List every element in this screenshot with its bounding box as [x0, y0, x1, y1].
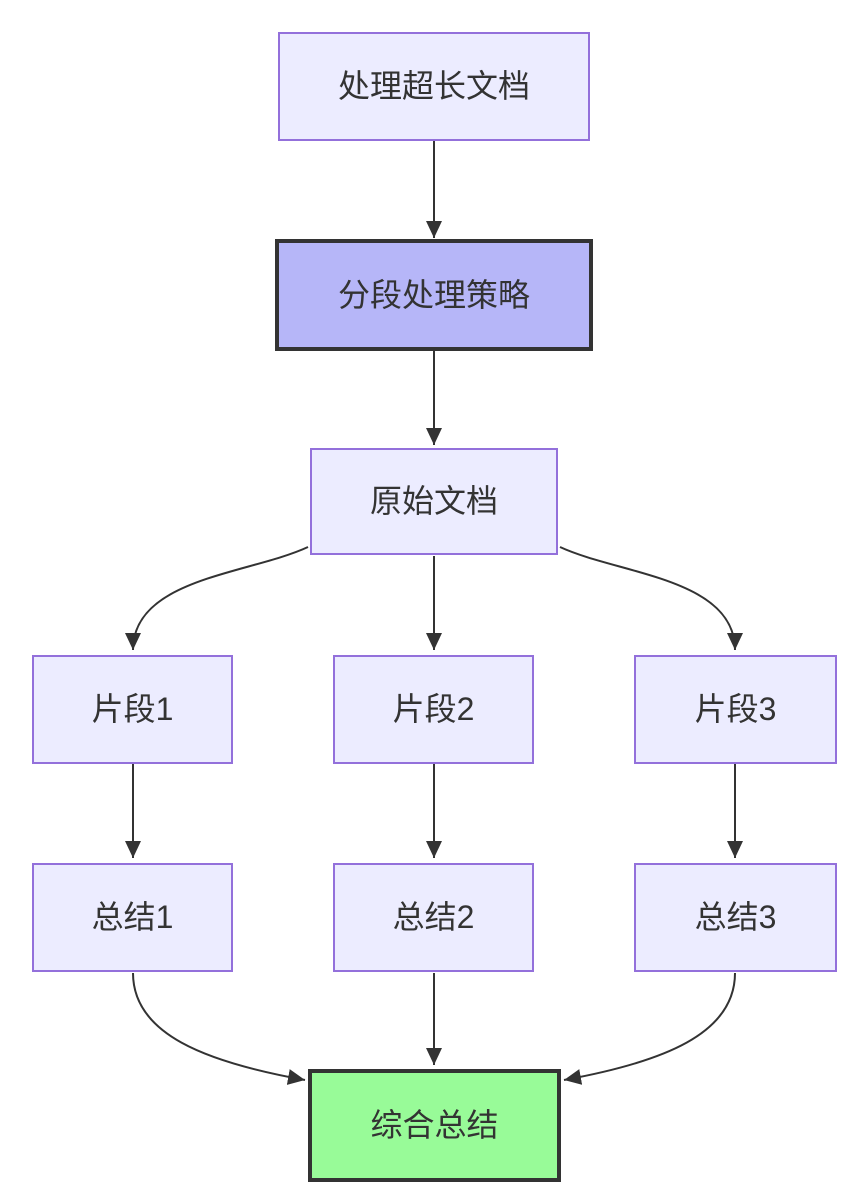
node-segmentation-strategy: 分段处理策略 [275, 239, 593, 351]
edge-sum1-final [132, 972, 306, 1085]
node-label: 总结3 [694, 899, 777, 936]
edge-original-seg1 [125, 546, 309, 651]
node-label: 片段3 [694, 691, 777, 728]
node-segment-2: 片段2 [333, 655, 534, 764]
node-original-document: 原始文档 [310, 448, 558, 555]
node-label: 处理超长文档 [337, 68, 530, 105]
node-process-long-document: 处理超长文档 [278, 32, 590, 141]
node-label: 分段处理策略 [337, 276, 530, 313]
node-label: 片段2 [392, 691, 475, 728]
node-summary-3: 总结3 [634, 863, 837, 972]
node-label: 总结1 [91, 899, 174, 936]
edge-original-seg3 [559, 546, 743, 651]
node-label: 原始文档 [369, 483, 498, 520]
node-label: 片段1 [91, 691, 174, 728]
node-segment-1: 片段1 [32, 655, 233, 764]
node-segment-3: 片段3 [634, 655, 837, 764]
node-summary-2: 总结2 [333, 863, 534, 972]
node-summary-1: 总结1 [32, 863, 233, 972]
node-label: 综合总结 [370, 1107, 499, 1144]
edge-sum3-final [563, 972, 736, 1085]
node-label: 总结2 [392, 899, 475, 936]
node-combined-summary: 综合总结 [308, 1069, 561, 1182]
